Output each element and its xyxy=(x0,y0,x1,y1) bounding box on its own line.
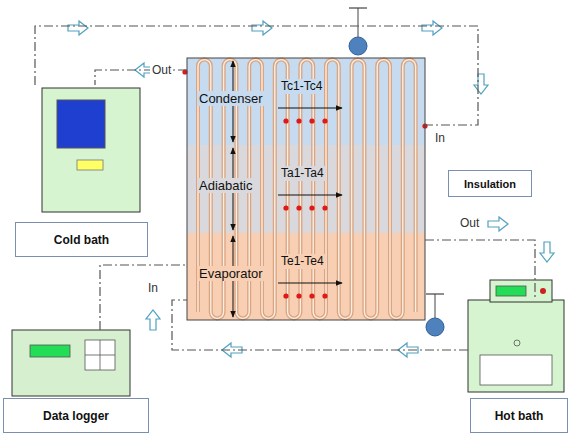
sensor-range: Ta1-Ta4 xyxy=(279,166,326,181)
port-label: Out xyxy=(458,216,481,230)
sensor-marks xyxy=(182,58,427,320)
cold-bath: Cold bath xyxy=(15,85,148,257)
sensor-range: Tc1-Tc4 xyxy=(279,79,324,94)
valve xyxy=(349,8,367,55)
device-name: Data logger xyxy=(43,409,109,423)
fluid-line xyxy=(172,300,468,350)
device-name: Cold bath xyxy=(54,233,109,247)
section-name: Adiabatic xyxy=(197,178,254,193)
port-label: In xyxy=(433,131,447,145)
data-logger-device xyxy=(12,330,130,396)
fluid-line xyxy=(100,265,187,330)
hot-bath: Hot bath xyxy=(466,278,568,433)
heat-pipe-tubes xyxy=(198,60,416,319)
port-label: Out xyxy=(150,63,173,77)
insulation-label: Insulation xyxy=(448,170,532,197)
condenser-section: Condenser Tc1-Tc4 xyxy=(187,58,425,145)
evaporator-section: Evaporator Te1-Te4 xyxy=(187,233,425,320)
box-heading: Insulation xyxy=(464,178,516,190)
fluid-line xyxy=(35,26,478,125)
cold-bath-device xyxy=(42,88,140,212)
sensor-range: Te1-Te4 xyxy=(279,254,326,269)
device-label-box: Data logger xyxy=(3,398,149,433)
device-label-box: Hot bath xyxy=(470,398,568,433)
port-label: In xyxy=(146,281,160,295)
flow-arrows xyxy=(68,21,554,357)
device-label-box: Cold bath xyxy=(15,222,148,257)
fluid-line xyxy=(425,240,535,300)
valve xyxy=(426,294,444,336)
adiabatic-section: Adiabatic Ta1-Ta4 xyxy=(187,145,425,233)
data-logger: Data logger xyxy=(3,325,149,433)
section-name: Condenser xyxy=(197,91,265,106)
hot-bath-device xyxy=(468,280,564,392)
device-name: Hot bath xyxy=(495,409,544,423)
section-name: Evaporator xyxy=(197,266,265,281)
